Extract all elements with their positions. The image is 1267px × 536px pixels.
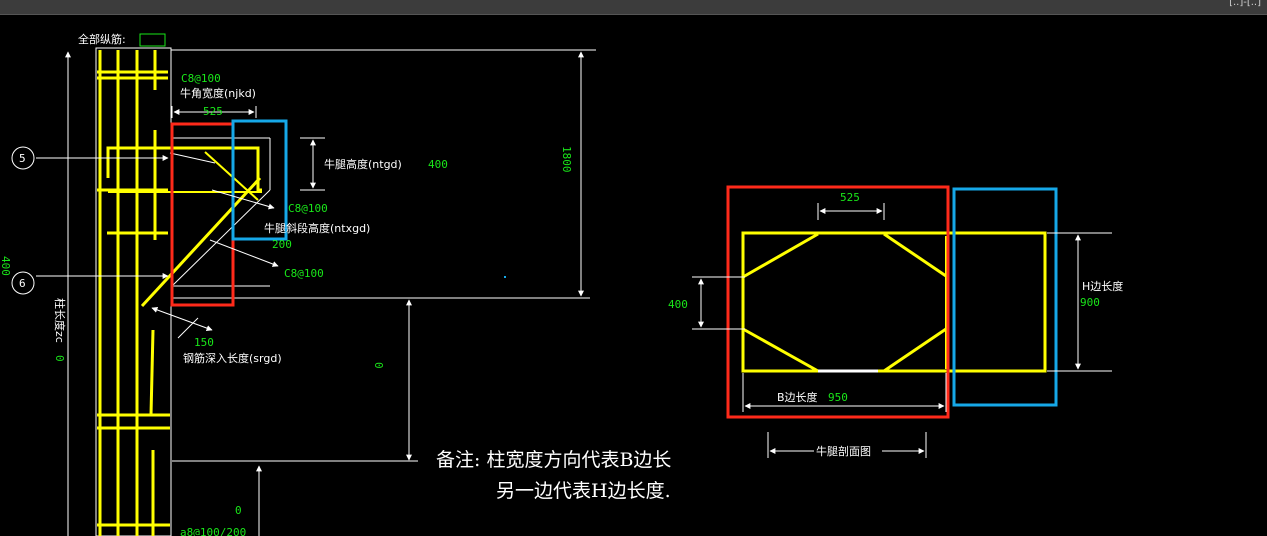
window-title-bar: [..]-[..] xyxy=(0,0,1267,15)
all-longitudinal-label: 全部纵筋: xyxy=(78,32,126,46)
section-highlight-blue xyxy=(952,187,1058,407)
corbel-rebars xyxy=(106,146,262,308)
note-block: 备注: 柱宽度方向代表B边长 另一边代表H边长度. xyxy=(436,449,671,502)
sloped-height-label: 牛腿斜段高度(ntxgd) xyxy=(264,221,370,235)
corbel-outline xyxy=(169,49,596,299)
snap-point xyxy=(504,276,506,278)
h-side-value: 900 xyxy=(1080,296,1100,309)
column-outline xyxy=(95,47,172,536)
section-left-dim-value: 400 xyxy=(668,298,688,311)
callout-5-label: 5 xyxy=(19,152,26,165)
corbel-section-view: 525 400 H边长度 900 B边长度 950 牛腿剖面图 xyxy=(668,185,1123,458)
embed-length-value: 150 xyxy=(194,336,214,349)
section-rebars xyxy=(742,232,947,373)
section-highlight-red xyxy=(726,185,950,419)
section-top-dim-value: 525 xyxy=(840,191,860,204)
h-side-label: H边长度 xyxy=(1082,279,1123,293)
callout-circle-5[interactable] xyxy=(11,146,35,170)
b-side-label: B边长度 xyxy=(777,390,818,404)
highlight-box-blue xyxy=(231,119,288,241)
corner-width-label: 牛角宽度(njkd) xyxy=(180,86,256,100)
callout-6-label: 6 xyxy=(19,277,26,290)
corner-width-value: 525 xyxy=(203,105,223,118)
note-line-2: 另一边代表H边长度. xyxy=(496,480,671,502)
bottom-stirrup-label: a8@100/200 xyxy=(180,526,246,536)
title-bar-text: [..]-[..] xyxy=(1229,0,1261,8)
corbel-elevation-view: 全部纵筋: C8@100 牛角宽度(njkd) 525 牛腿高度(ntgd) 4… xyxy=(0,32,596,536)
left-dim-value: 400 xyxy=(0,256,12,276)
bottom-dim-value: 0 xyxy=(235,504,242,517)
callout-circle-6[interactable] xyxy=(11,271,35,295)
stirrup-top-label: C8@100 xyxy=(181,72,221,85)
highlight-box-red xyxy=(170,122,235,307)
column-longitudinal-rebars xyxy=(98,50,157,536)
column-length-label: 柱长度zc xyxy=(53,298,67,343)
section-outline xyxy=(741,231,1047,373)
note-line-1: 备注: 柱宽度方向代表B边长 xyxy=(436,449,671,471)
corbel-height-value: 400 xyxy=(428,158,448,171)
lower-dim-value: 0 xyxy=(372,362,385,369)
stirrup-mid-label: C8@100 xyxy=(288,202,328,215)
corbel-height-label: 牛腿高度(ntgd) xyxy=(324,157,402,171)
total-height-value: 1800 xyxy=(560,146,573,173)
embed-length-label: 钢筋深入长度(srgd) xyxy=(183,351,282,365)
column-length-value: 0 xyxy=(53,355,66,362)
b-side-value: 950 xyxy=(828,391,848,404)
stirrup-low-label: C8@100 xyxy=(284,267,324,280)
sloped-height-value: 200 xyxy=(272,238,292,251)
column-stirrups xyxy=(97,70,170,527)
section-title: 牛腿剖面图 xyxy=(816,444,871,458)
longitudinal-input-box[interactable] xyxy=(139,33,166,47)
